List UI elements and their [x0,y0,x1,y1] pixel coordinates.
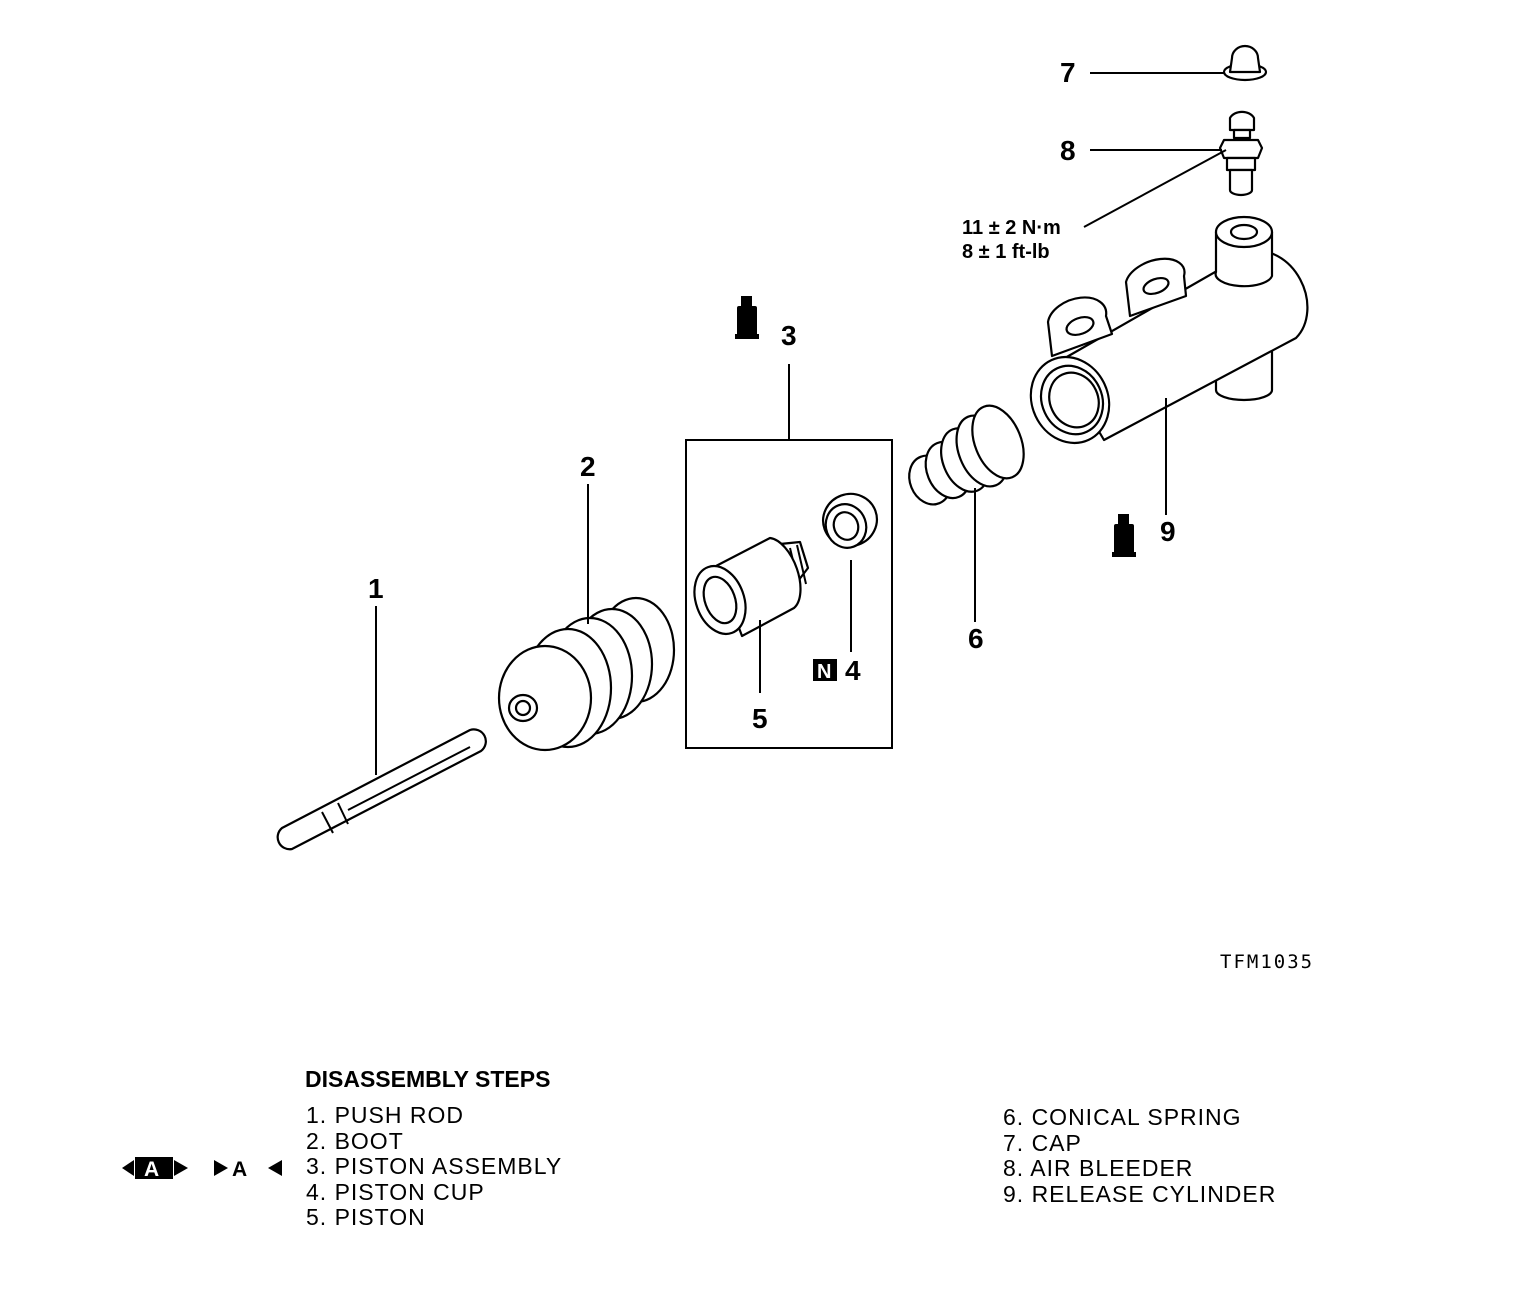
callout-1: 1 [368,573,384,604]
release-cylinder [1029,215,1309,445]
step-item: 7. CAP [1003,1129,1082,1156]
torque-metric: 11 ± 2 N·m [962,217,1061,239]
grease-tube-icon [735,296,759,339]
step-item: 9. RELEASE CYLINDER [1003,1180,1277,1207]
disassembly-marker-icon: A [122,1157,188,1181]
piston-cup [822,492,878,549]
figure-id: TFM1035 [1220,951,1314,973]
push-rod [276,728,487,851]
callout-4: 4 [845,655,861,686]
reassembly-marker-icon: A [214,1158,282,1181]
callout-7: 7 [1060,57,1076,88]
cap [1222,44,1268,82]
svg-text:A: A [232,1158,247,1181]
callout-6: 6 [968,623,984,654]
new-part-icon: N [813,659,837,683]
callout-5: 5 [752,703,768,734]
air-bleeder [1218,110,1264,197]
steps-list-right: 6. CONICAL SPRING 7. CAP 8. AIR BLEEDER … [1003,1104,1277,1207]
step-markers: A A [122,1155,287,1181]
callout-8: 8 [1060,135,1076,166]
steps-list-left: 1. PUSH ROD 2. BOOT 3. PISTON ASSEMBLY 4… [306,1102,563,1231]
step-item: 5. PISTON [306,1204,426,1230]
step-item: 6. CONICAL SPRING [1003,1104,1242,1130]
callout-9: 9 [1160,516,1176,547]
step-item: 8. AIR BLEEDER [1003,1155,1194,1181]
step-item: 1. PUSH ROD [306,1102,464,1128]
svg-text:A: A [144,1158,159,1181]
step-item: 3. PISTON ASSEMBLY [306,1153,563,1179]
grease-tube-icon [1112,514,1136,557]
svg-text:N: N [817,661,831,683]
callout-3: 3 [781,320,797,351]
step-item: 2. BOOT [306,1127,404,1154]
step-item: 4. PISTON CUP [306,1178,485,1205]
torque-imperial: 8 ± 1 ft-lb [962,241,1050,263]
conical-spring [908,404,1025,506]
callout-2: 2 [580,451,596,482]
boot [497,596,676,752]
piston [693,536,810,638]
steps-title: DISASSEMBLY STEPS [305,1066,551,1092]
leader-torque [1083,149,1227,228]
